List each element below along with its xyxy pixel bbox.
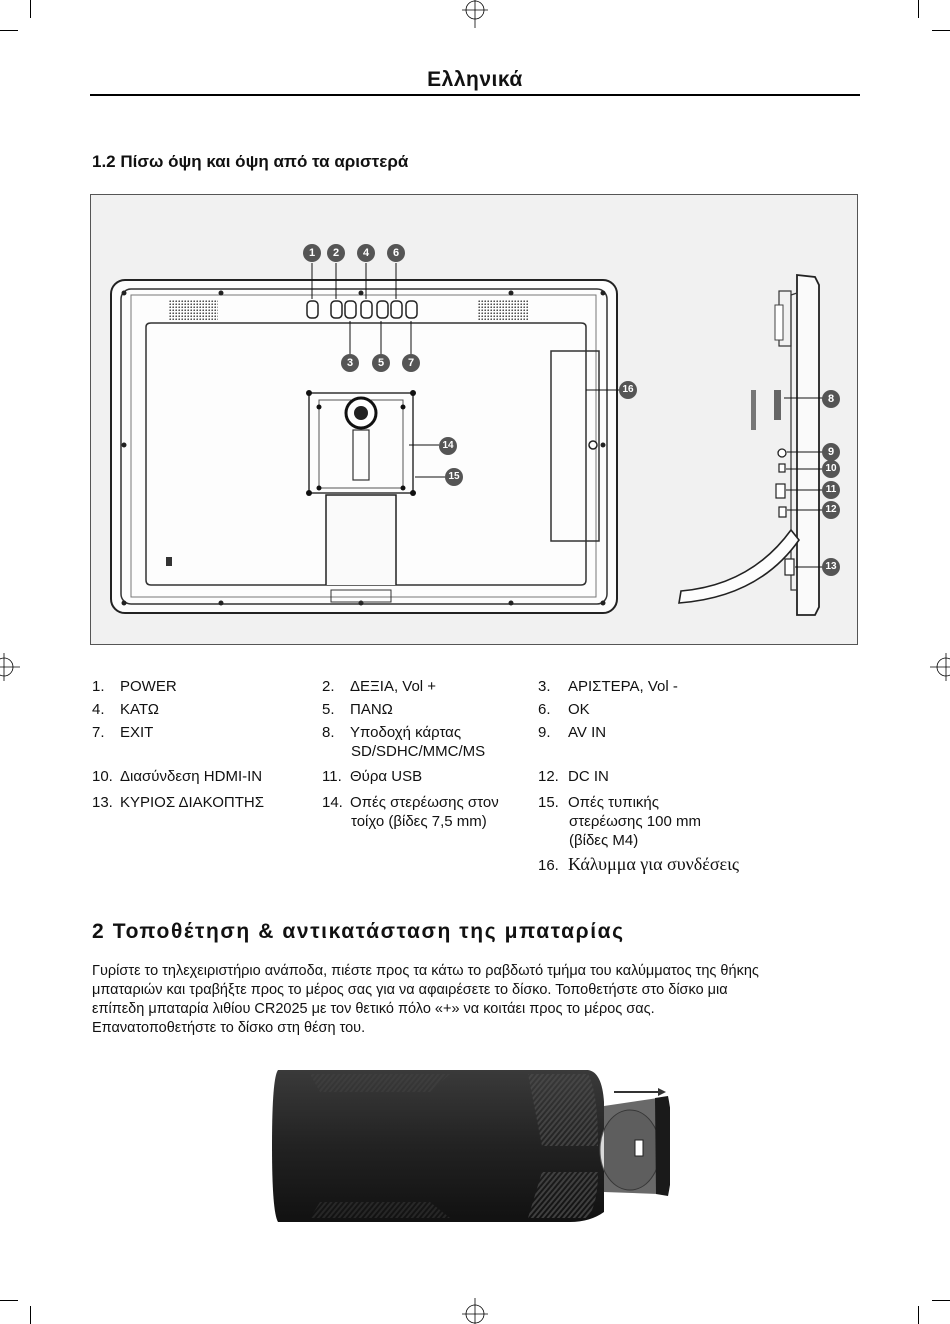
legend-number: 12. <box>538 768 559 785</box>
callout-2: 2 <box>327 244 345 262</box>
legend-number: 1. <box>92 678 105 695</box>
legend-number: 10. <box>92 768 113 785</box>
crop-mark <box>932 1300 950 1301</box>
legend-label: AV IN <box>568 724 607 741</box>
legend-number: 5. <box>322 701 335 718</box>
legend-label: ΚΥΡΙΟΣ ΔΙΑΚΟΠΤΗΣ <box>120 794 264 811</box>
legend-number: 13. <box>92 794 113 811</box>
callout-1: 1 <box>303 244 321 262</box>
callout-5: 5 <box>372 354 390 372</box>
crop-mark <box>0 30 18 31</box>
crop-mark <box>918 1306 919 1324</box>
callout-10: 10 <box>822 460 840 478</box>
callout-3: 3 <box>341 354 359 372</box>
legend-item-9: 9. AV IN <box>538 723 606 742</box>
legend-number: 14. <box>322 794 343 811</box>
legend-label: OK <box>568 701 590 718</box>
header-rule <box>90 94 860 96</box>
legend-label: ΠΑΝΩ <box>350 701 393 718</box>
legend-item-6: 6. OK <box>538 700 590 719</box>
legend-label: Κάλυμμα για συνδέσεις <box>568 854 740 874</box>
callout-12: 12 <box>822 501 840 519</box>
legend-item-13: 13. ΚΥΡΙΟΣ ΔΙΑΚΟΠΤΗΣ <box>92 793 264 812</box>
legend-label: DC IN <box>568 768 609 785</box>
legend-number: 11. <box>322 768 342 785</box>
callout-13: 13 <box>822 558 840 576</box>
rear-side-view-figure: 1 2 3 4 5 6 7 8 9 10 11 12 13 14 15 16 <box>90 194 858 645</box>
callout-4: 4 <box>357 244 375 262</box>
legend-label: Οπές τυπικής <box>568 794 659 811</box>
legend-number: 2. <box>322 678 335 695</box>
section-title-battery: 2 Τοποθέτηση & αντικατάσταση της μπαταρί… <box>92 920 625 943</box>
legend-label-continued: SD/SDHC/MMC/MS <box>351 743 486 760</box>
callout-11: 11 <box>822 481 840 499</box>
legend-number: 3. <box>538 678 551 695</box>
legend-number: 7. <box>92 724 105 741</box>
callout-7: 7 <box>402 354 420 372</box>
body-line: επίπεδη μπαταρία λιθίου CR2025 με τον θε… <box>92 1001 655 1017</box>
callout-6: 6 <box>387 244 405 262</box>
legend-item-7: 7. EXIT <box>92 723 153 742</box>
legend-number: 16. <box>538 857 559 874</box>
legend-item-3: 3. ΑΡΙΣΤΕΡΑ, Vol - <box>538 677 678 696</box>
crop-mark <box>30 1306 31 1324</box>
legend-item-16: 16. Κάλυμμα για συνδέσεις <box>538 855 739 875</box>
legend-label-continued: τοίχο (βίδες 7,5 mm) <box>351 813 487 830</box>
remote-battery-tray-image <box>272 1070 670 1222</box>
legend-label: Υποδοχή κάρτας <box>350 724 462 741</box>
legend-label-continued: στερέωσης 100 mm <box>569 813 701 830</box>
callout-16: 16 <box>619 381 637 399</box>
body-line: Γυρίστε το τηλεχειριστήριο ανάποδα, πιέσ… <box>92 963 759 979</box>
crop-mark <box>30 0 31 18</box>
legend-label: ΚΑΤΩ <box>120 701 160 718</box>
page-header-title: Ελληνικά <box>427 68 523 91</box>
legend-item-4: 4. ΚΑΤΩ <box>92 700 159 719</box>
registration-mark-right <box>930 653 950 681</box>
callout-8: 8 <box>822 390 840 408</box>
device-illustration <box>110 263 823 616</box>
callout-9: 9 <box>822 443 840 461</box>
legend-label-continued: (βίδες M4) <box>569 832 639 849</box>
section-title-rear-view: 1.2 Πίσω όψη και όψη από τα αριστερά <box>92 152 409 171</box>
legend-item-5: 5. ΠΑΝΩ <box>322 700 393 719</box>
legend-label: EXIT <box>120 724 154 741</box>
registration-mark-top <box>462 0 488 28</box>
legend-item-11: 11. Θύρα USB <box>322 767 422 786</box>
legend-label: Θύρα USB <box>350 768 423 785</box>
body-line: Επανατοποθετήστε το δίσκο στη θέση του. <box>92 1020 366 1036</box>
legend-item-1: 1. POWER <box>92 677 177 696</box>
legend-number: 8. <box>322 724 335 741</box>
legend-item-10: 10. Διασύνδεση HDMI-IN <box>92 767 262 786</box>
legend-number: 6. <box>538 701 551 718</box>
legend-label: ΑΡΙΣΤΕΡΑ, Vol - <box>568 678 678 695</box>
callout-15: 15 <box>445 468 463 486</box>
legend-label: Διασύνδεση HDMI-IN <box>120 768 263 785</box>
callout-14: 14 <box>439 437 457 455</box>
body-line: μπαταριών και τραβήξτε προς το μέρος σας… <box>92 982 728 998</box>
legend-item-14: 14. Οπές στερέωσης στον τοίχο (βίδες 7,5 m… <box>322 793 499 831</box>
registration-mark-bottom <box>462 1298 488 1324</box>
registration-mark-left <box>0 653 20 681</box>
legend-item-15: 15. Οπές τυπικής στερέωσης 100 mm (βίδες M4… <box>538 793 701 850</box>
legend-number: 15. <box>538 794 559 811</box>
crop-mark <box>932 30 950 31</box>
legend-item-2: 2. ΔΕΞΙΑ, Vol + <box>322 677 436 696</box>
battery-instructions: Γυρίστε το τηλεχειριστήριο ανάποδα, πιέσ… <box>92 962 862 1038</box>
crop-mark <box>918 0 919 18</box>
legend-label: ΔΕΞΙΑ, Vol + <box>350 678 437 695</box>
crop-mark <box>0 1300 18 1301</box>
legend-item-12: 12. DC IN <box>538 767 609 786</box>
legend-number: 9. <box>538 724 551 741</box>
legend-number: 4. <box>92 701 105 718</box>
legend-label: POWER <box>120 678 177 695</box>
legend-label: Οπές στερέωσης στον <box>350 794 499 811</box>
